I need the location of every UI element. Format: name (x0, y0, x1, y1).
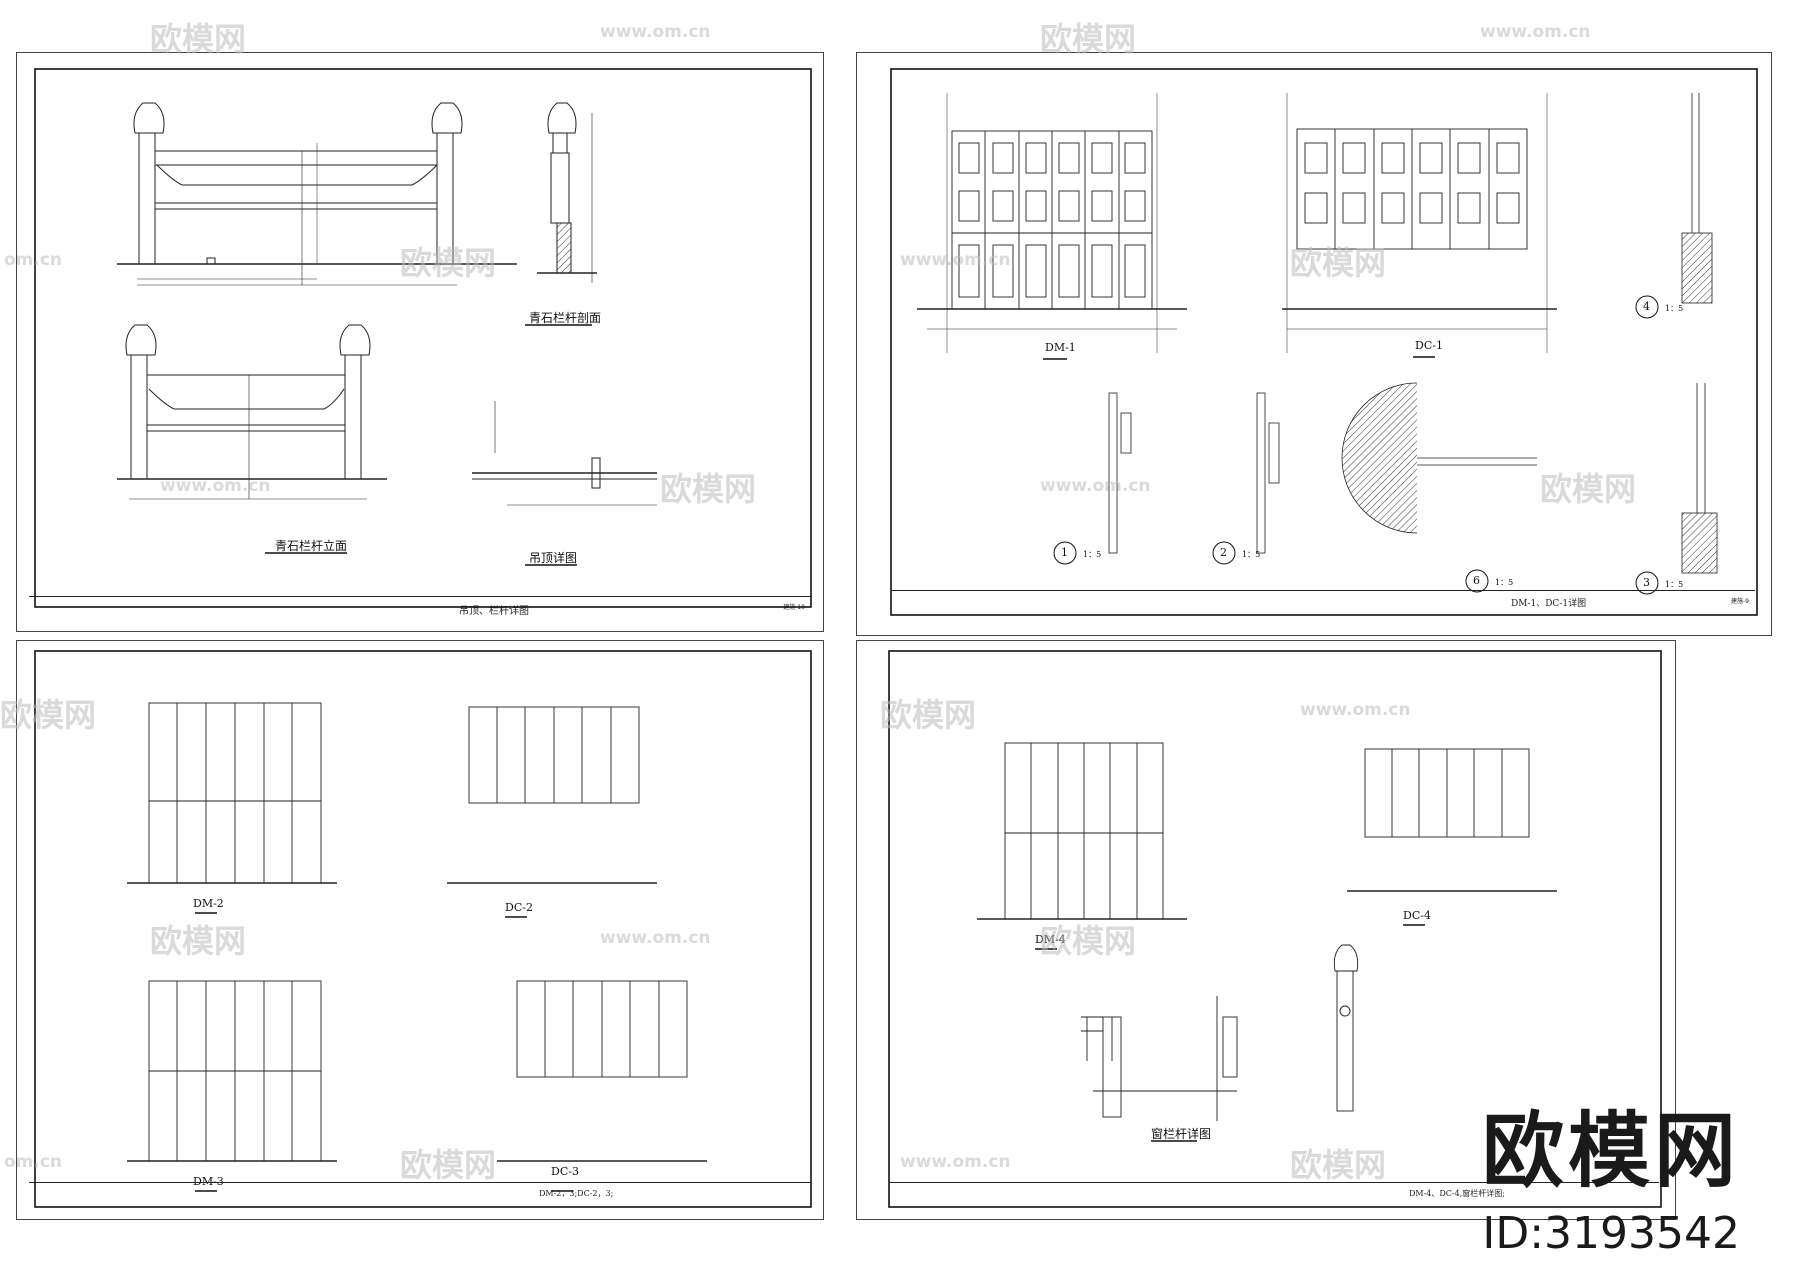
watermark-brand: 欧模网 (0, 696, 97, 734)
watermark-brand: 欧模网 (150, 20, 247, 58)
watermark-url: www.om.cn (1300, 700, 1411, 720)
brand-logo-text: 欧模网 (1481, 1104, 1740, 1199)
detail-3-number: 3 (1643, 576, 1650, 589)
dm4-dc4-drawing (888, 650, 1662, 1208)
watermark-brand: 欧模网 (660, 470, 757, 508)
detail-6-scale: 1：5 (1495, 578, 1514, 587)
title-block: DM-1、DC-1详图 建施-9 (891, 590, 1755, 613)
drawing-sheet-dm2-dc3: DM-2 DC-2 DM-3 DC-3 DM-2，3;DC-2，3; (16, 640, 824, 1220)
dm1-label: DM-1 (1045, 341, 1076, 354)
dm2-dc3-drawing (34, 650, 812, 1208)
railing-section-title: 青石栏杆剖面 (529, 311, 602, 325)
watermark-url: www.om.cn (1480, 22, 1591, 42)
sheet-title: 吊顶、栏杆详图 (459, 606, 529, 617)
railing-elevation-title: 青石栏杆立面 (275, 539, 348, 553)
detail-1-number: 1 (1061, 546, 1068, 559)
watermark-url: www.om.cn (160, 476, 271, 496)
watermark-brand: 欧模网 (880, 696, 977, 734)
dm3-label: DM-3 (193, 1175, 224, 1188)
detail-2-scale: 1：5 (1242, 550, 1261, 559)
watermark-url: om.cn (4, 1152, 63, 1172)
railing-drawing (34, 68, 812, 608)
watermark-url: www.om.cn (600, 22, 711, 42)
watermark-brand: 欧模网 (400, 1146, 497, 1184)
sheet-number: 建施-10 (783, 604, 805, 611)
watermark-brand: 欧模网 (1540, 470, 1637, 508)
watermark-url: om.cn (4, 250, 63, 270)
dm1-dc1-drawing (890, 68, 1758, 616)
drawing-sheet-dm1-dc1: DM-1 DC-1 1 1：5 2 1：5 6 1：5 3 1：5 4 1：5 … (856, 52, 1772, 636)
window-rail-title: 窗栏杆详图 (1151, 1127, 1212, 1141)
dm2-label: DM-2 (193, 897, 224, 910)
dm4-label: DM-4 (1035, 933, 1066, 946)
sheet-title: DM-4、DC-4,窗栏杆详图; (1409, 1189, 1505, 1198)
drawing-sheet-railing: 青石栏杆立面 青石栏杆剖面 吊顶详图 吊顶、栏杆详图 建施-10 (16, 52, 824, 632)
watermark-brand: 欧模网 (1040, 20, 1137, 58)
detail-2-number: 2 (1220, 546, 1227, 559)
sheet-number: 建施-9 (1731, 598, 1749, 605)
watermark-brand: 欧模网 (1040, 922, 1137, 960)
detail-3-scale: 1：5 (1665, 580, 1684, 589)
watermark-brand: 欧模网 (1290, 244, 1387, 282)
dc1-label: DC-1 (1415, 339, 1443, 352)
model-id: ID:3193542 (1482, 1208, 1740, 1259)
watermark-brand: 欧模网 (150, 922, 247, 960)
detail-4-number: 4 (1643, 300, 1650, 313)
dc3-label: DC-3 (551, 1165, 579, 1178)
title-block: 吊顶、栏杆详图 建施-10 (29, 596, 811, 619)
dc4-label: DC-4 (1403, 909, 1431, 922)
watermark-brand: 欧模网 (1290, 1146, 1387, 1184)
watermark-url: www.om.cn (1040, 476, 1151, 496)
drawing-sheet-dm4-dc4: DM-4 DC-4 窗栏杆详图 DM-4、DC-4,窗栏杆详图; (856, 640, 1676, 1220)
watermark-url: www.om.cn (900, 250, 1011, 270)
watermark-brand: 欧模网 (400, 244, 497, 282)
detail-4-scale: 1：5 (1665, 304, 1684, 313)
sheet-title: DM-1、DC-1详图 (1511, 599, 1587, 609)
title-block: DM-2，3;DC-2，3; (29, 1182, 811, 1205)
detail-1-scale: 1：5 (1083, 550, 1102, 559)
dc2-label: DC-2 (505, 901, 533, 914)
watermark-url: www.om.cn (600, 928, 711, 948)
detail-6-number: 6 (1473, 574, 1480, 587)
sheet-title: DM-2，3;DC-2，3; (539, 1189, 614, 1198)
title-block: DM-4、DC-4,窗栏杆详图; (889, 1182, 1659, 1205)
ceiling-detail-title: 吊顶详图 (529, 551, 578, 565)
watermark-url: www.om.cn (900, 1152, 1011, 1172)
